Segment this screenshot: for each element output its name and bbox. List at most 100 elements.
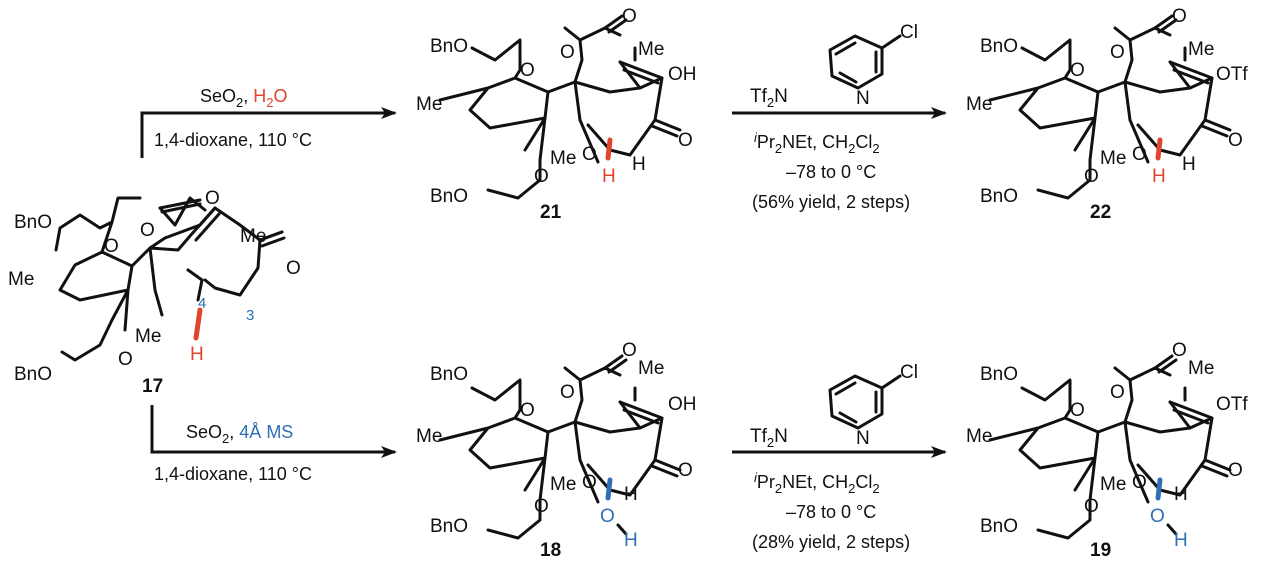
- arrow-upper-left: [140, 107, 397, 158]
- atom-h-blue: H: [624, 530, 638, 551]
- base-solvent-line: iPr2NEt, CH2Cl2: [754, 470, 880, 496]
- ring-double-bond: [188, 206, 221, 242]
- solvent-temp-line: 1,4-dioxane, 110 °C: [154, 130, 312, 150]
- atom-me-left: Me: [416, 94, 442, 115]
- compound-18: BnO O O O Me OH O Me Me O H O H O BnO 18: [416, 340, 697, 561]
- position-4-label: 4: [198, 295, 206, 312]
- atom-o-lactone: O: [622, 340, 637, 361]
- ketone-double-bond: [650, 458, 682, 478]
- temperature-line: –78 to 0 °C: [786, 162, 876, 182]
- atom-o-top: O: [1070, 60, 1085, 81]
- atom-o-bottom: O: [534, 496, 549, 517]
- atom-cl: Cl: [900, 22, 918, 43]
- atom-o-ring: O: [560, 42, 575, 63]
- atom-h-black: H: [624, 484, 638, 505]
- ketone-double-bond: [1200, 458, 1232, 478]
- atom-me-left: Me: [966, 94, 992, 115]
- atom-bno-top: BnO: [430, 364, 468, 385]
- atom-me-right: Me: [638, 358, 664, 379]
- atom-me-right: Me: [1188, 39, 1214, 60]
- atom-h-blue: H: [1174, 530, 1188, 551]
- pyridine-reagent-upper: Cl N Tf2N: [750, 22, 918, 110]
- atom-h-black: H: [1182, 154, 1196, 175]
- atom-me-left: Me: [416, 426, 442, 447]
- atom-bno-top: BnO: [980, 36, 1018, 57]
- enol-double-bond: [618, 60, 664, 85]
- atom-o-bottom: O: [534, 166, 549, 187]
- bond-lines: [54, 196, 284, 362]
- atom-o-lactone: O: [622, 6, 637, 27]
- compound-19: BnO O O O Me OTf O Me Me O H O H O BnO 1…: [966, 340, 1248, 561]
- atom-h-red: H: [1152, 166, 1166, 187]
- base-solvent-line: iPr2NEt, CH2Cl2: [754, 130, 880, 156]
- atom-h-black: H: [632, 154, 646, 175]
- temperature-line: –78 to 0 °C: [786, 502, 876, 522]
- arrow-shaft: [150, 405, 397, 458]
- atom-o-top: O: [1070, 400, 1085, 421]
- compound-number-21: 21: [540, 202, 562, 223]
- atom-h-red: H: [190, 344, 204, 365]
- lactone-carbonyl: [1153, 14, 1178, 34]
- atom-o-bottom: O: [118, 349, 133, 370]
- arrow-shaft: [140, 107, 397, 158]
- atom-bno-bottom: BnO: [980, 516, 1018, 537]
- pyridine-reagent-lower: Cl N Tf2N: [750, 362, 918, 450]
- atom-me-mid: Me: [1100, 474, 1126, 495]
- atom-me-mid: Me: [550, 148, 576, 169]
- enol-double-bond: [1168, 60, 1214, 85]
- stereo-bond-blue: [605, 477, 613, 501]
- atom-o-bottom: O: [1084, 166, 1099, 187]
- conditions-upper-right: iPr2NEt, CH2Cl2 –78 to 0 °C (56% yield, …: [752, 130, 910, 212]
- atom-o-top: O: [520, 60, 535, 81]
- atom-n: N: [856, 88, 870, 109]
- atom-o-bridge: O: [582, 144, 597, 165]
- reagent-line-1: SeO2, H2O: [200, 86, 288, 110]
- atom-o-bridge: O: [1132, 144, 1147, 165]
- stereo-bond-red: [605, 137, 613, 161]
- ketone-double-bond: [1200, 118, 1232, 138]
- atom-me-mid: Me: [135, 326, 161, 347]
- conditions-lower-right: iPr2NEt, CH2Cl2 –78 to 0 °C (28% yield, …: [752, 470, 910, 552]
- stereo-bond-blue: [1155, 477, 1163, 501]
- lactone-carbonyl: [603, 354, 628, 374]
- atom-o-bottom: O: [1084, 496, 1099, 517]
- atom-me-left: Me: [966, 426, 992, 447]
- atom-me-right: Me: [1188, 358, 1214, 379]
- atom-o-ring: O: [560, 382, 575, 403]
- solvent-temp-line: 1,4-dioxane, 110 °C: [154, 464, 312, 484]
- compound-21: BnO O O O Me OH O Me Me O H H O BnO 21: [416, 6, 697, 223]
- atom-o-lactone: O: [1172, 6, 1187, 27]
- atom-o-ring: O: [140, 220, 155, 241]
- atom-o-blue: O: [600, 506, 615, 527]
- atom-n: N: [856, 428, 870, 449]
- atom-bno-bottom: BnO: [430, 186, 468, 207]
- pyridine-ring: [828, 374, 902, 430]
- atom-o-ketone: O: [678, 130, 693, 151]
- atom-cl: Cl: [900, 362, 918, 383]
- atom-me-mid: Me: [1100, 148, 1126, 169]
- compound-number-18: 18: [540, 540, 561, 561]
- yield-line: (28% yield, 2 steps): [752, 532, 910, 552]
- atom-o-ketone: O: [286, 258, 301, 279]
- yield-line: (56% yield, 2 steps): [752, 192, 910, 212]
- atom-h-black: H: [1174, 484, 1188, 505]
- atom-bno-top: BnO: [14, 212, 52, 233]
- atom-o-bridge: O: [1132, 472, 1147, 493]
- atom-bno-bottom: BnO: [14, 364, 52, 385]
- atom-o-ketone: O: [1228, 130, 1243, 151]
- atom-me-right: Me: [240, 226, 266, 247]
- stereo-bond-red: [1155, 137, 1163, 161]
- tf2n-label: Tf2N: [750, 426, 788, 450]
- atom-o-lactone: O: [1172, 340, 1187, 361]
- atom-o-blue: O: [1150, 506, 1165, 527]
- position-3-label: 3: [246, 307, 254, 324]
- pyridine-ring: [828, 34, 902, 90]
- lactone-carbonyl: [158, 198, 202, 214]
- atom-otf: OTf: [1216, 64, 1248, 85]
- atom-me-right: Me: [638, 39, 664, 60]
- arrow-lower-left: [150, 405, 397, 458]
- atom-bno-bottom: BnO: [980, 186, 1018, 207]
- atom-bno-top: BnO: [980, 364, 1018, 385]
- atom-o-ring: O: [1110, 42, 1125, 63]
- atom-bno-top: BnO: [430, 36, 468, 57]
